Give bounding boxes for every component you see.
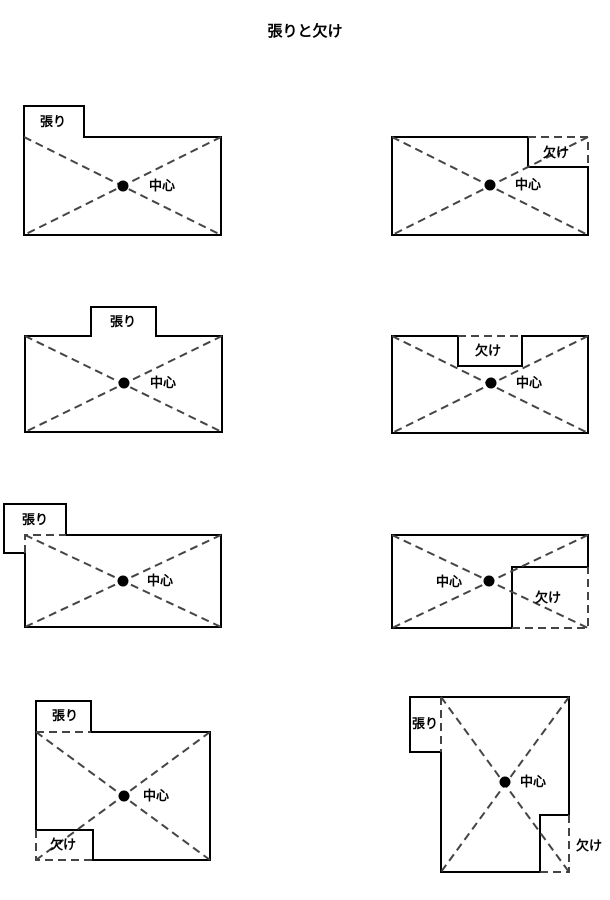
diagram-hari-top-left: 中心 張り bbox=[23, 105, 222, 236]
floor-outline bbox=[35, 700, 211, 861]
missing-corner bbox=[35, 830, 93, 861]
hari-label: 張り bbox=[40, 115, 66, 130]
diagram-vertical-hari-kake: 中心 張り 欠け bbox=[409, 696, 602, 873]
diagram-kake-bottom-right: 中心 欠け bbox=[391, 534, 589, 629]
center-dot bbox=[118, 377, 130, 389]
missing-corner bbox=[540, 815, 570, 873]
center-label: 中心 bbox=[150, 375, 176, 391]
center-dot bbox=[117, 180, 129, 192]
center-label: 中心 bbox=[149, 178, 175, 194]
hari-label: 張り bbox=[412, 717, 438, 732]
hari-label: 張り bbox=[22, 513, 48, 528]
kake-label: 欠け bbox=[543, 145, 569, 161]
center-label: 中心 bbox=[515, 177, 541, 193]
center-dot bbox=[484, 179, 496, 191]
center-dot bbox=[485, 377, 497, 389]
kake-label: 欠け bbox=[576, 838, 602, 854]
kake-label: 欠け bbox=[50, 837, 76, 853]
center-dot bbox=[118, 790, 130, 802]
center-label: 中心 bbox=[516, 375, 542, 391]
hari-label: 張り bbox=[52, 709, 78, 724]
kake-label: 欠け bbox=[475, 343, 501, 359]
center-label: 中心 bbox=[520, 774, 546, 790]
floor-outline bbox=[23, 105, 222, 236]
floor-outline bbox=[24, 306, 223, 433]
center-dot bbox=[499, 776, 511, 788]
diagram-hari-corner-protrude: 中心 張り bbox=[3, 503, 222, 628]
diagram-title: 張りと欠け bbox=[267, 22, 342, 40]
hari-label: 張り bbox=[110, 315, 136, 330]
center-dot bbox=[483, 575, 495, 587]
center-dot bbox=[117, 575, 129, 587]
center-label: 中心 bbox=[436, 574, 462, 590]
diagram-kake-top-right: 中心 欠け bbox=[391, 136, 589, 236]
diagram-hari-and-kake: 中心 張り 欠け bbox=[35, 700, 211, 861]
diagram-kake-top-middle: 中心 欠け bbox=[391, 335, 589, 434]
floor-outline bbox=[391, 335, 589, 434]
kake-label: 欠け bbox=[535, 590, 561, 606]
center-label: 中心 bbox=[143, 788, 169, 804]
center-label: 中心 bbox=[147, 573, 173, 589]
diagram-hari-top-middle: 中心 張り bbox=[24, 306, 223, 433]
